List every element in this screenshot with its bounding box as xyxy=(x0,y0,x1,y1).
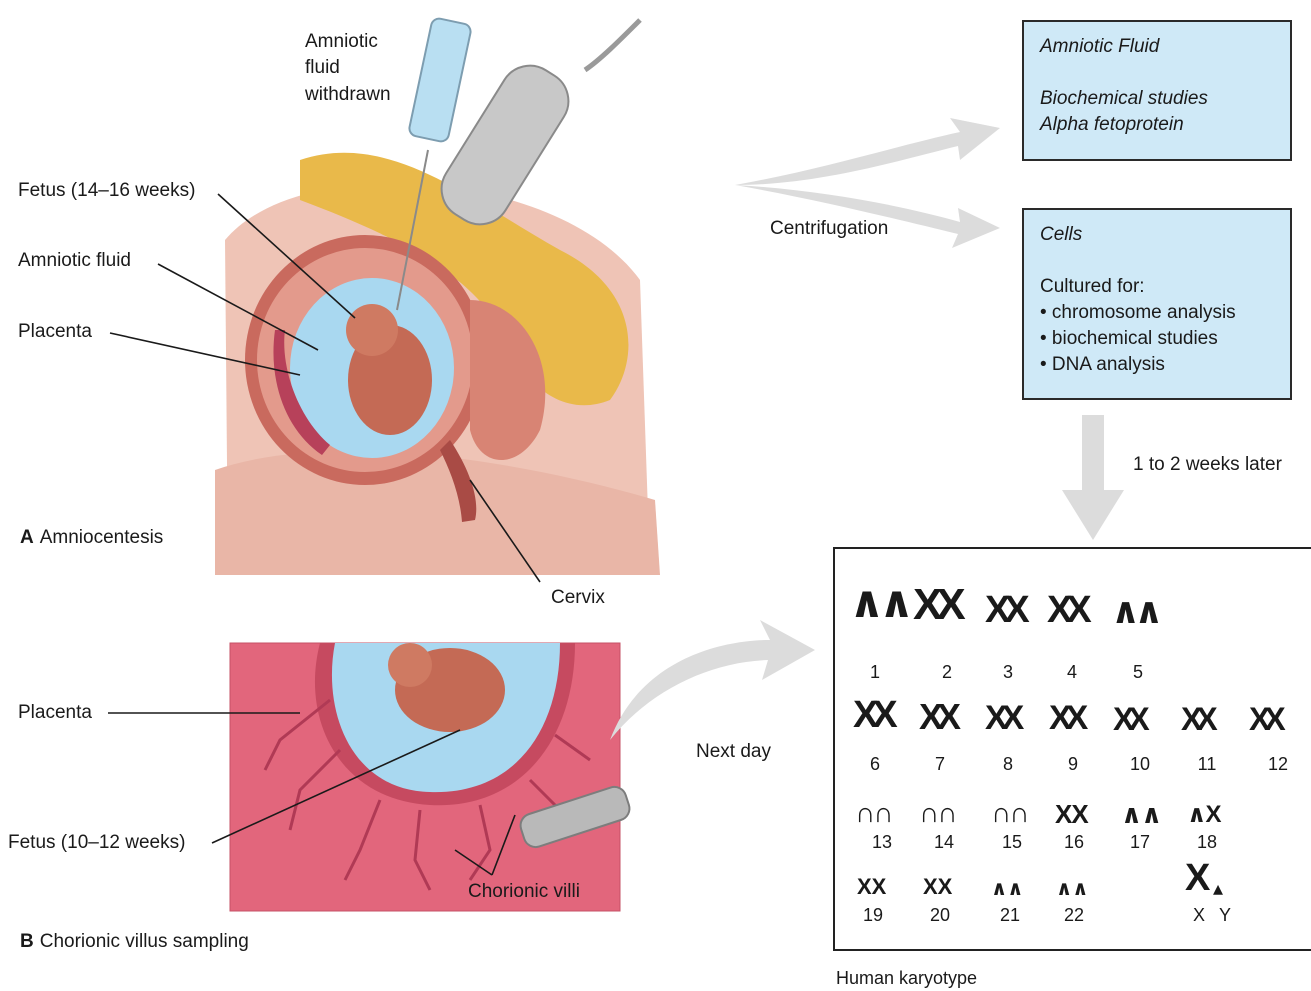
panel-b-letter: B xyxy=(20,931,34,952)
chromosome-pair-15: ∩∩ xyxy=(991,799,1027,827)
weeks-later-label: 1 to 2 weeks later xyxy=(1133,455,1282,474)
amniocentesis-illustration xyxy=(215,17,660,575)
placenta-label-b: Placenta xyxy=(18,703,92,722)
chromosome-number: 8 xyxy=(988,754,1028,775)
karyotype-caption: Human karyotype xyxy=(836,969,977,987)
chorionic-villi-label: Chorionic villi xyxy=(468,882,580,901)
cells-box-item: • DNA analysis xyxy=(1040,352,1274,378)
centrifugation-label: Centrifugation xyxy=(770,219,888,238)
chromosome-y: ▴ xyxy=(1213,879,1223,899)
chromosome-number: 19 xyxy=(853,905,893,926)
chromosome-pair-5: ∧∧ xyxy=(1111,593,1157,629)
chromosome-pair-13: ∩∩ xyxy=(855,799,891,827)
chromosome-x: X xyxy=(1185,859,1210,897)
chromosome-number: 7 xyxy=(920,754,960,775)
chromosome-pair-16: XX xyxy=(1055,801,1088,827)
withdrawn-label-line3: withdrawn xyxy=(305,85,391,104)
chromosome-number: 17 xyxy=(1120,832,1160,853)
chromosome-pair-22: ∧∧ xyxy=(1056,879,1088,899)
chromosome-number: 5 xyxy=(1118,662,1158,683)
chromosome-number: 14 xyxy=(924,832,964,853)
chromosome-number: 15 xyxy=(992,832,1032,853)
chromosome-number: 18 xyxy=(1187,832,1227,853)
chromosome-pair-14: ∩∩ xyxy=(919,799,955,827)
chromosome-number: 6 xyxy=(855,754,895,775)
chromosome-number: 9 xyxy=(1053,754,1093,775)
chromosome-number: 11 xyxy=(1187,754,1227,775)
fluid-box-title: Amniotic Fluid xyxy=(1040,34,1274,60)
panel-b-title-text: Chorionic villus sampling xyxy=(40,931,249,952)
chromosome-pair-11: XX xyxy=(1181,703,1212,735)
chromosome-pair-6: XX xyxy=(853,696,892,734)
chromosome-pair-21: ∧∧ xyxy=(991,879,1023,899)
karyotype-panel: ∧∧ XX XX XX ∧∧ 1 2 3 4 5 XX XX XX XX XX … xyxy=(833,547,1311,951)
chromosome-pair-19: XX xyxy=(857,876,886,898)
chromosome-pair-7: XX xyxy=(919,699,955,735)
cells-box-item: • chromosome analysis xyxy=(1040,300,1274,326)
chromosome-number: 22 xyxy=(1054,905,1094,926)
chromosome-pair-10: XX xyxy=(1113,703,1144,735)
chromosome-pair-2: XX xyxy=(913,583,960,627)
chromosome-number: 10 xyxy=(1120,754,1160,775)
fetus-label-a: Fetus (14–16 weeks) xyxy=(18,181,195,200)
withdrawn-label-line2: fluid xyxy=(305,58,340,77)
amniotic-fluid-label: Amniotic fluid xyxy=(18,251,131,270)
fluid-box-line1: Biochemical studies xyxy=(1040,86,1274,112)
placenta-label-a: Placenta xyxy=(18,322,92,341)
chromosome-number: 3 xyxy=(988,662,1028,683)
cervix-label: Cervix xyxy=(551,588,605,607)
amniotic-fluid-box: Amniotic Fluid Biochemical studies Alpha… xyxy=(1022,20,1292,161)
cells-box-intro: Cultured for: xyxy=(1040,274,1274,300)
cells-box: Cells Cultured for: • chromosome analysi… xyxy=(1022,208,1292,400)
chromosome-pair-3: XX xyxy=(985,591,1024,629)
chorionic-villus-illustration xyxy=(230,643,633,911)
chromosome-pair-12: XX xyxy=(1249,703,1280,735)
panel-a-title: A Amniocentesis xyxy=(20,527,163,549)
cells-box-item: • biochemical studies xyxy=(1040,326,1274,352)
chromosome-pair-1: ∧∧ xyxy=(849,581,908,625)
chromosome-number: 20 xyxy=(920,905,960,926)
withdrawn-label-line1: Amniotic xyxy=(305,32,378,51)
chromosome-pair-20: XX xyxy=(923,876,952,898)
chromosome-pair-9: XX xyxy=(1049,701,1082,735)
panel-a-title-text: Amniocentesis xyxy=(40,527,164,548)
chromosome-number: 2 xyxy=(927,662,967,683)
panel-a-letter: A xyxy=(20,527,34,548)
panel-b-title: B Chorionic villus sampling xyxy=(20,931,249,953)
fetus-label-b: Fetus (10–12 weeks) xyxy=(8,833,185,852)
fluid-box-line2: Alpha fetoprotein xyxy=(1040,112,1274,138)
chromosome-number: Y xyxy=(1205,905,1245,926)
chromosome-pair-17: ∧∧ xyxy=(1121,801,1161,827)
cells-box-title: Cells xyxy=(1040,222,1274,248)
chromosome-pair-8: XX xyxy=(985,701,1018,735)
next-day-label: Next day xyxy=(696,742,771,761)
chromosome-number: 4 xyxy=(1052,662,1092,683)
chromosome-pair-18: ∧X xyxy=(1187,803,1221,827)
chromosome-number: 21 xyxy=(990,905,1030,926)
chromosome-number: 12 xyxy=(1258,754,1298,775)
chromosome-number: 16 xyxy=(1054,832,1094,853)
chromosome-number: 1 xyxy=(855,662,895,683)
chromosome-number: 13 xyxy=(862,832,902,853)
chromosome-pair-4: XX xyxy=(1047,591,1086,629)
